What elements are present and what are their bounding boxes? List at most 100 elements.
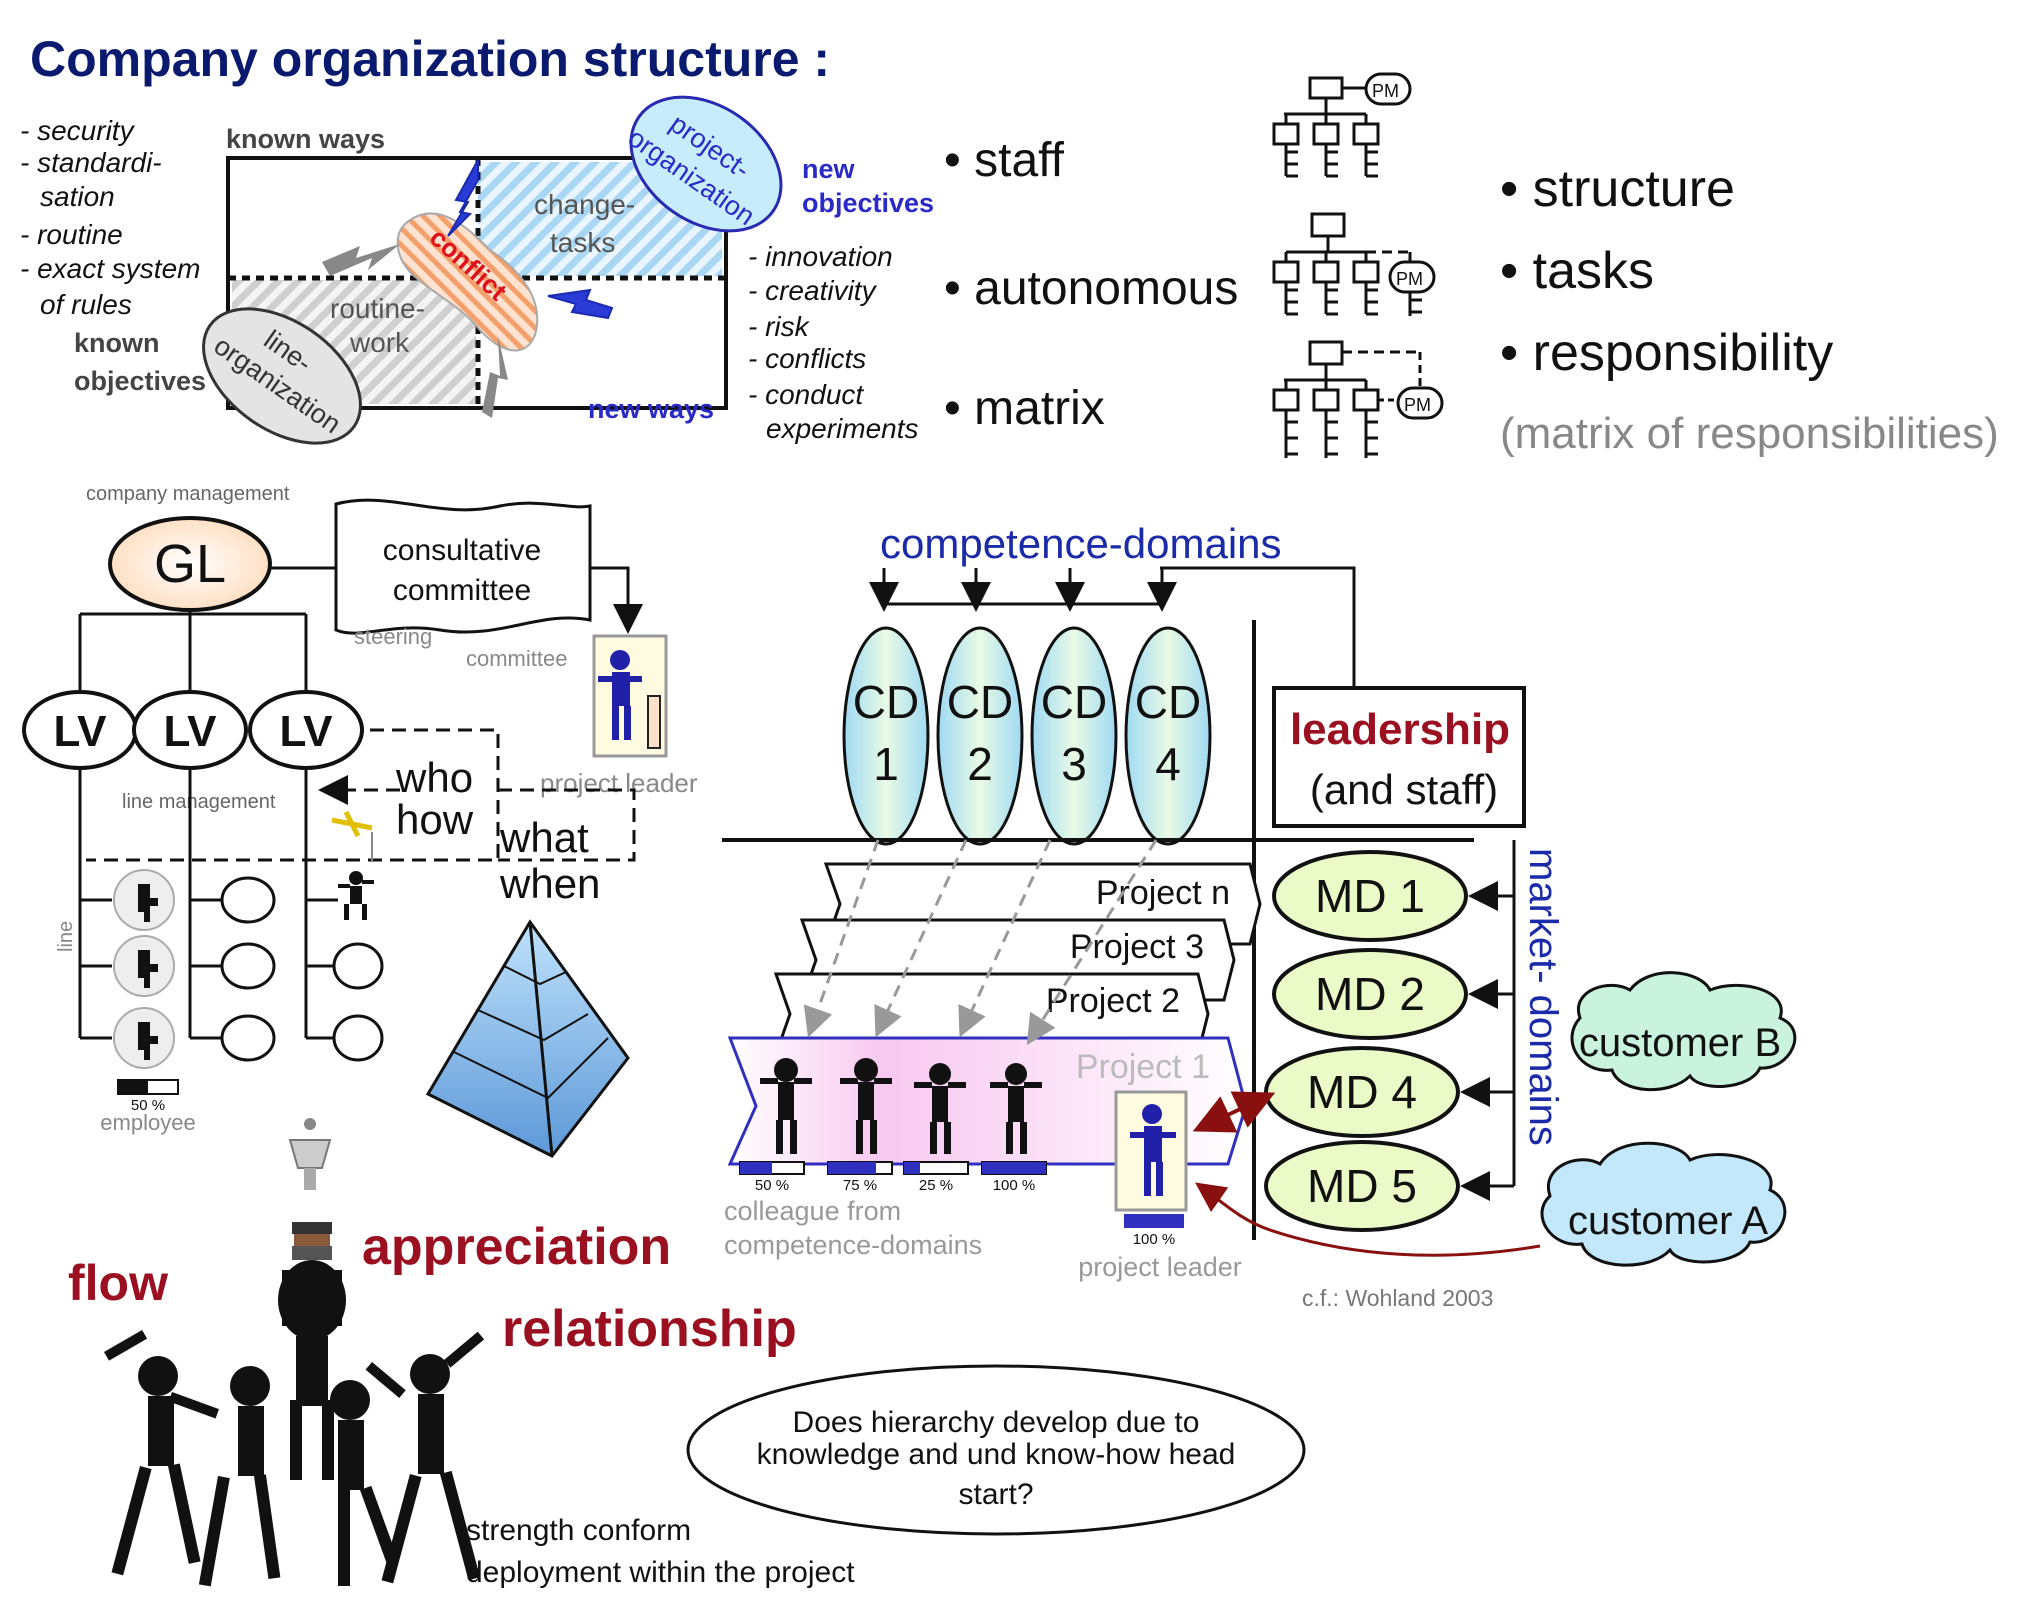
cd-node	[936, 626, 1024, 846]
list-item: - standardi-	[20, 147, 162, 178]
md-node	[1264, 1140, 1460, 1232]
allocation-bar-fill	[828, 1162, 876, 1174]
routine-work-label: routine-	[330, 293, 425, 324]
known-objectives-label: known	[74, 328, 160, 358]
question-line: knowledge and und know-how head	[757, 1438, 1236, 1471]
pm-label: PM	[1372, 81, 1399, 101]
colleague-label: competence-domains	[724, 1230, 982, 1260]
line-management-label: line management	[122, 791, 276, 813]
allocation-bars	[739, 1161, 1047, 1175]
list-item: - routine	[20, 219, 123, 250]
market-domain-nodes: MD 1 MD 2 MD 4 MD 5	[1264, 850, 1468, 1232]
strength-line: strength conform	[466, 1514, 691, 1547]
gl-label: GL	[154, 534, 226, 594]
list-item: - conduct	[748, 379, 864, 410]
customer-a-label: customer A	[1568, 1199, 1768, 1243]
hierarchy-pyramid	[425, 919, 630, 1158]
aspect-responsibility: • responsibility	[1500, 324, 1833, 382]
employee-allocation-bar	[118, 1080, 148, 1094]
autonomous-org-icon: PM	[1272, 212, 1436, 316]
allocation-bar-fill	[982, 1162, 1046, 1174]
employee-label: employee	[100, 1110, 195, 1135]
list-item: sation	[40, 181, 115, 212]
dancing-person-icon	[338, 871, 374, 920]
cd-label: 1	[873, 738, 899, 790]
line-organization-ellipse	[202, 307, 362, 445]
list-item: - security	[20, 115, 136, 146]
strength-line: deployment within the project	[466, 1556, 855, 1589]
question-line: start?	[958, 1478, 1033, 1511]
market-domains-label: market- domains	[1521, 848, 1565, 1146]
consultative-committee-banner	[334, 498, 592, 635]
new-ways-label: new ways	[588, 394, 714, 424]
employee-pct-label: 50 %	[131, 1097, 165, 1114]
project-leader-label: project leader	[540, 768, 698, 798]
cd-node	[1030, 626, 1118, 846]
aspect-structure: • structure	[1500, 160, 1735, 218]
question-line: Does hierarchy develop due to	[793, 1406, 1200, 1439]
company-management-label: company management	[86, 483, 290, 505]
change-tasks-label: tasks	[550, 227, 615, 258]
cd-label: CD	[947, 676, 1013, 728]
lightning-icon	[547, 288, 614, 320]
colleague-icon	[914, 1063, 966, 1154]
md-label: MD 4	[1307, 1066, 1417, 1118]
type-staff: • staff	[944, 134, 1065, 187]
colleague-label: colleague from	[724, 1196, 901, 1226]
and-staff-label: (and staff)	[1310, 766, 1498, 813]
leadership-box	[1272, 686, 1526, 828]
customer-b-label: customer B	[1579, 1021, 1781, 1065]
project-label: Project 1	[1076, 1048, 1210, 1086]
list-item: of rules	[40, 289, 132, 320]
md-node	[1272, 850, 1468, 942]
list-item: - creativity	[748, 275, 878, 306]
citation: c.f.: Wohland 2003	[1302, 1285, 1493, 1311]
pct-label: 50 %	[755, 1177, 789, 1194]
cd-label: 3	[1061, 738, 1087, 790]
cd-label: 2	[967, 738, 993, 790]
list-item: - innovation	[748, 241, 893, 272]
project-label: Project 2	[1046, 982, 1180, 1020]
page-title: Company organization structure :	[30, 31, 830, 87]
colleague-icon	[760, 1058, 812, 1154]
aspect-tasks: • tasks	[1500, 242, 1654, 300]
person-icon	[1130, 1104, 1176, 1196]
customer-a-cloud	[1540, 1141, 1787, 1267]
committee-label: committee	[466, 646, 567, 671]
cd-label: CD	[1041, 676, 1107, 728]
project-label: Project n	[1096, 874, 1230, 912]
customer-b-cloud	[1570, 971, 1797, 1092]
consultative-label: committee	[393, 574, 531, 607]
change-list: - innovation - creativity - risk - confl…	[748, 241, 919, 444]
colleague-figures	[760, 1058, 1042, 1154]
pct-label: 100 %	[993, 1177, 1036, 1194]
pm-label: PM	[1396, 269, 1423, 289]
lightning-icon	[447, 159, 479, 237]
person-icon	[598, 650, 642, 740]
aspects-note: (matrix of responsibilities)	[1500, 409, 1999, 458]
conflict-zone	[396, 212, 539, 352]
cd-node	[842, 626, 930, 846]
pct-label: 75 %	[843, 1177, 877, 1194]
project-label: Project 3	[1070, 928, 1204, 966]
colleague-icon	[840, 1058, 892, 1154]
leadership-label: leadership	[1290, 705, 1510, 754]
list-item: experiments	[766, 413, 919, 444]
trophy-icon	[288, 1118, 332, 1190]
md-node	[1272, 948, 1468, 1040]
list-item: - conflicts	[748, 343, 866, 374]
known-ways-label: known ways	[226, 124, 385, 154]
cheering-group-icon	[104, 1260, 485, 1587]
appreciation-label: appreciation	[362, 1218, 671, 1276]
question-ellipse	[686, 1364, 1306, 1536]
md-label: MD 5	[1307, 1160, 1417, 1212]
cd-label: CD	[853, 676, 919, 728]
colleague-icon	[990, 1063, 1042, 1154]
competence-domains-title: competence-domains	[880, 520, 1282, 567]
lv-label: LV	[164, 707, 218, 756]
flow-label: flow	[68, 1255, 168, 1311]
staff-org-icon: PM	[1272, 72, 1412, 178]
lightning-icon	[322, 244, 400, 276]
leader-allocation-bar	[1124, 1214, 1184, 1228]
who-label: who	[395, 754, 473, 801]
